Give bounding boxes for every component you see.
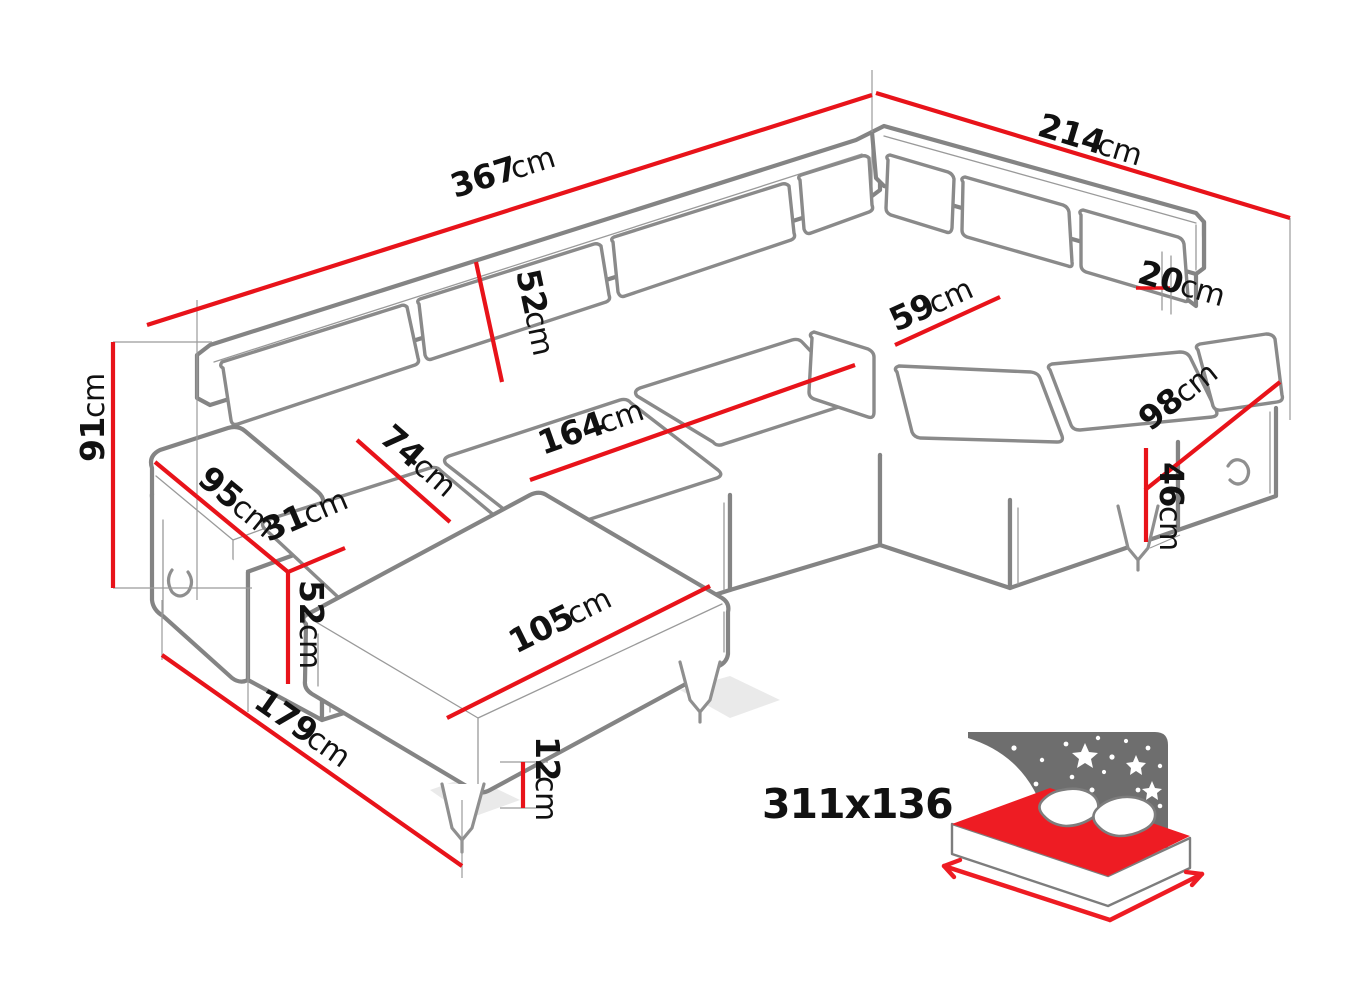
right-front-inner — [1017, 411, 1271, 585]
pillow-right — [1092, 795, 1157, 838]
corner-base-block — [727, 452, 883, 593]
pillow-left — [1038, 787, 1100, 828]
right-seat-cushion-1 — [893, 364, 1065, 444]
label-91-value: 91 — [73, 417, 112, 462]
leg-right-front — [1116, 504, 1160, 572]
dim-367-line — [146, 92, 873, 328]
sleeping-area-label: 311x136 — [762, 780, 953, 828]
label-214-unit: cm — [1093, 127, 1146, 173]
label-46: 46 cm — [1152, 462, 1191, 551]
leg-right-end — [1226, 458, 1251, 486]
dim-59-line — [894, 295, 1001, 347]
label-46-value: 46 — [1152, 462, 1191, 507]
bed-width-arrow — [1107, 871, 1205, 923]
label-52-backrest-value: 52 — [508, 266, 555, 318]
extension-lines — [113, 70, 1291, 878]
dim-95-line — [153, 460, 290, 574]
label-20-unit: cm — [1176, 268, 1229, 314]
label-52-arm: 52 cm — [292, 580, 331, 669]
backrest-cushion-corner — [884, 153, 956, 235]
dim-179-line — [160, 653, 464, 868]
sleeping-area-badge: 311x136 — [762, 732, 1205, 923]
bed-length-arrow — [941, 863, 1113, 923]
bed-length-arrowhead — [941, 857, 963, 880]
seat-cushion-corner — [807, 330, 876, 420]
chaise-side-detail — [317, 611, 725, 687]
bed-width-arrowhead — [1183, 869, 1205, 888]
label-12-value: 12 — [528, 736, 567, 781]
dim-52-backrest-line — [473, 261, 505, 383]
chaise-ottoman — [301, 490, 731, 795]
corner-back-panel-inner — [883, 135, 1197, 271]
label-12-unit: cm — [528, 776, 563, 821]
right-chaise-pad — [1194, 332, 1285, 412]
leg-chaise-right — [678, 660, 722, 724]
dim-98-line — [1143, 380, 1282, 492]
dim-31-line — [287, 546, 346, 574]
dim-105-line — [446, 584, 711, 720]
right-section-front-face — [1175, 405, 1279, 533]
backrest-cushion-4 — [797, 154, 875, 236]
label-52-arm-unit: cm — [292, 624, 327, 669]
dim-164-line — [529, 363, 856, 482]
label-52-backrest: 52 cm — [508, 266, 560, 359]
backrest-cushion-6 — [1078, 208, 1190, 304]
dim-214-line — [875, 90, 1291, 221]
dimension-lines — [110, 90, 1291, 868]
label-91-unit: cm — [77, 373, 112, 418]
backrest-cushion-3 — [610, 182, 797, 299]
label-12: 12 cm — [528, 736, 567, 821]
backrest-cushion-1 — [219, 303, 421, 427]
mattress-top — [952, 788, 1190, 876]
leg-left-front — [440, 782, 486, 854]
corner-base-right-face — [877, 452, 1013, 591]
label-91: 91 cm — [73, 373, 112, 462]
label-52-arm-value: 52 — [292, 580, 331, 625]
label-367: 367 cm — [446, 140, 560, 205]
backrest-cushion-5 — [960, 175, 1074, 269]
chaise-top-seam — [315, 603, 723, 787]
label-367-unit: cm — [506, 140, 559, 187]
label-46-unit: cm — [1152, 506, 1187, 551]
dim-74-line — [355, 438, 452, 524]
label-214: 214 cm — [1034, 105, 1146, 173]
right-end-post — [1185, 219, 1207, 309]
backrest-cushion-2 — [416, 242, 612, 362]
leg-left-rear — [166, 568, 194, 598]
right-end-post-inner — [1161, 251, 1172, 315]
sofa-drawing — [148, 123, 1285, 854]
bed-icon — [941, 732, 1205, 923]
